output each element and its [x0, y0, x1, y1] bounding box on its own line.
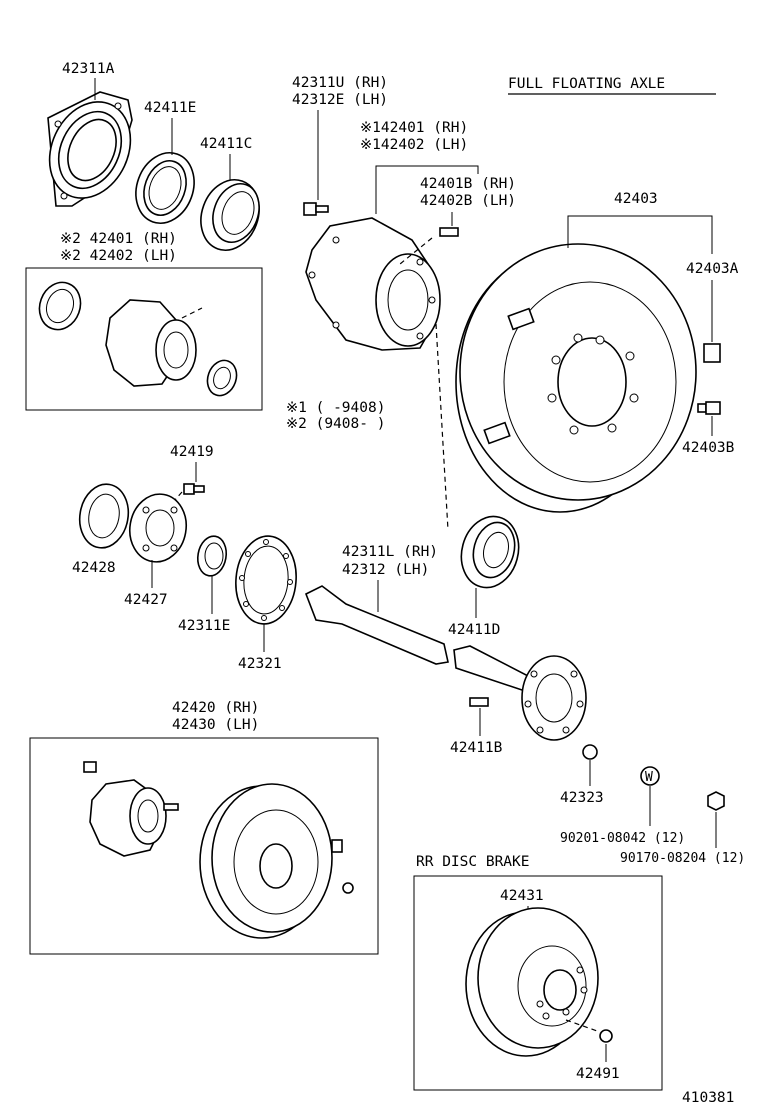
label-42491: 42491 — [576, 1066, 620, 1082]
part-142401-hub — [305, 217, 441, 351]
hub-assembly-box-2 — [25, 267, 263, 411]
part-42403A-clip — [703, 343, 721, 363]
label-42430: 42430 (LH) — [172, 717, 259, 733]
label-42420: 42420 (RH) — [172, 700, 259, 716]
label-42403B: 42403B — [682, 440, 735, 456]
label-42311L: 42311L (RH) — [342, 544, 438, 560]
part-42428-gasket — [78, 483, 130, 549]
label-42411B: 42411B — [450, 740, 503, 756]
part-42403B-screw — [697, 401, 721, 415]
label-242401: ※2 42401 (RH) — [60, 231, 177, 247]
label-42427: 42427 — [124, 592, 168, 608]
label-90170: 90170-08204 (12) — [620, 851, 745, 866]
part-42420-assembly — [83, 761, 354, 939]
label-42323: 42323 — [560, 790, 604, 806]
part-90201-washer: W — [640, 766, 660, 786]
label-42403A: 42403A — [686, 261, 739, 277]
label-42321: 42321 — [238, 656, 282, 672]
part-42321-gasket — [235, 535, 297, 625]
washer-mark-icon: W — [645, 770, 653, 785]
part-42431-disc — [465, 907, 599, 1057]
label-42403: 42403 — [614, 191, 658, 207]
part-42311E-bearing — [196, 535, 228, 577]
part-42411C-bearing — [200, 179, 260, 251]
label-42428: 42428 — [72, 560, 116, 576]
part-42403-brake-drum — [455, 243, 697, 513]
label-42419: 42419 — [170, 444, 214, 460]
hub-drum-assembly-box — [29, 737, 379, 955]
part-42411B-stud — [469, 697, 489, 707]
part-42491-screw — [599, 1029, 613, 1043]
label-42311U: 42311U (RH) — [292, 75, 388, 91]
part-42311L-axle-shaft — [304, 585, 587, 741]
part-42401B-stud — [439, 227, 459, 237]
label-42312: 42312 (LH) — [342, 562, 429, 578]
label-42411D: 42411D — [448, 622, 500, 638]
label-42311E: 42311E — [178, 618, 230, 634]
part-42419-screw — [183, 483, 205, 495]
part-42411D-bearing — [460, 515, 520, 589]
disc-brake-box — [413, 875, 663, 1091]
part-90170-nut — [707, 791, 725, 811]
diagram-title: FULL FLOATING AXLE — [508, 76, 665, 92]
part-42323-nut — [582, 744, 598, 760]
note-2: ※2 (9408- ) — [286, 416, 385, 432]
label-142401: ※142401 (RH) — [360, 120, 468, 136]
label-242402: ※2 42402 (LH) — [60, 248, 177, 264]
label-42401B: 42401B (RH) — [420, 176, 516, 192]
part-hub-small — [38, 281, 238, 397]
rr-disc-brake-title: RR DISC BRAKE — [416, 854, 530, 870]
part-42311A-retainer — [47, 91, 133, 207]
label-42311A: 42311A — [62, 61, 115, 77]
note-1: ※1 ( -9408) — [286, 400, 385, 416]
label-142402: ※142402 (LH) — [360, 137, 468, 153]
label-42411E: 42411E — [144, 100, 196, 116]
label-42312E: 42312E (LH) — [292, 92, 388, 108]
label-42402B: 42402B (LH) — [420, 193, 516, 209]
diagram-id: 410381 — [682, 1090, 734, 1106]
part-42411E-oil-seal — [135, 152, 195, 224]
label-42431: 42431 — [500, 888, 544, 904]
label-90201: 90201-08042 (12) — [560, 831, 685, 846]
part-42427-plate — [129, 493, 187, 563]
part-42311U-bolt — [303, 202, 329, 216]
label-42411C: 42411C — [200, 136, 252, 152]
